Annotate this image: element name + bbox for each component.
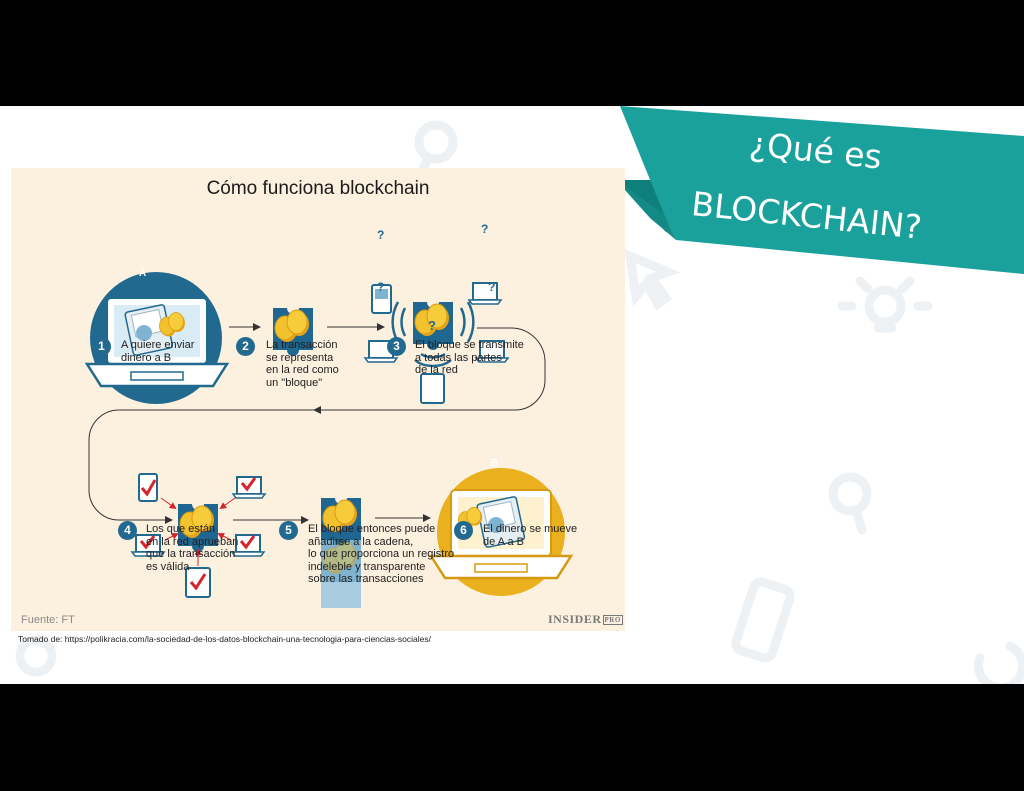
refresh-icon (974, 641, 1024, 684)
step-4-text: Los que están en la red aprueban que la … (146, 523, 239, 573)
step-1-text: A quiere enviar dinero a B (121, 339, 195, 364)
title-banner (616, 106, 1024, 274)
laptop-b-icon (428, 468, 574, 596)
step-2-text: La transacción se representa en la red c… (266, 339, 339, 389)
check-node-phone-icon (138, 473, 158, 502)
lightbulb-icon (837, 276, 933, 333)
step-3-number: 3 (387, 337, 406, 356)
question-mark: ? (377, 280, 385, 294)
laptop-b-letter: B (491, 458, 499, 469)
laptop-a-icon (84, 272, 230, 404)
laptop-node-icon (468, 282, 502, 305)
circle-icon (15, 635, 57, 677)
blockchain-chain-icon (321, 498, 361, 608)
step-5-text: El bloque entonces puede añadirse a la c… (308, 523, 455, 585)
check-node-laptop-icon (131, 534, 165, 557)
step-1-number: 1 (92, 337, 111, 356)
check-node-laptop-icon (232, 476, 266, 499)
tablet-node-icon (420, 373, 445, 404)
approval-arrows (160, 497, 236, 566)
check-node-laptop-icon (231, 534, 265, 557)
magnifier-icon (828, 472, 872, 535)
blockchain-infographic: Cómo funciona blockchain 1 A quiere envi… (11, 168, 625, 631)
brand-name: INSIDER (548, 612, 602, 626)
step-5-number: 5 (279, 521, 298, 540)
question-mark: ? (377, 228, 385, 242)
step-3-text: El bloque se transmite a todas las parte… (415, 339, 524, 376)
check-node-tablet-icon (185, 567, 211, 598)
step-6-text: El dinero se mueve de A a B (483, 523, 578, 548)
phone-node-icon (371, 284, 392, 314)
step-4-number: 4 (118, 521, 137, 540)
infographic-artwork (84, 272, 574, 608)
background-decorations (15, 120, 1024, 684)
phone-icon (731, 577, 795, 663)
step-2-number: 2 (236, 337, 255, 356)
step-6-number: 6 (454, 521, 473, 540)
source-label: Fuente: FT (21, 614, 75, 626)
question-mark: ? (481, 222, 489, 236)
question-mark: ? (428, 318, 436, 333)
brand-sup: PRO (602, 615, 623, 626)
cursor-icon (624, 248, 681, 311)
slide: ¿Qué es BLOCKCHAIN? (0, 106, 1024, 684)
infographic-title: Cómo funciona blockchain (206, 178, 430, 199)
question-mark: ? (488, 280, 496, 294)
laptop-a-letter: A (139, 268, 147, 279)
source-caption: Tomado de: https://polikracia.com/la-soc… (18, 634, 431, 644)
